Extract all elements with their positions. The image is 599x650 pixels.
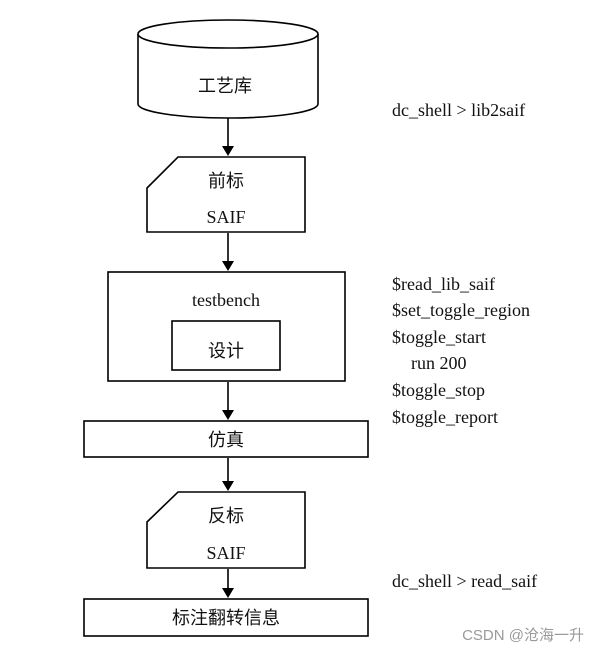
- pre-saif-label: 前标: [208, 171, 244, 191]
- design-label: 设计: [208, 341, 244, 361]
- vlog-task: $set_toggle_region: [392, 300, 530, 320]
- arrow-testbench-to-simulation: [222, 382, 234, 420]
- library-cylinder: [137, 19, 319, 119]
- annotate-box: [83, 598, 369, 637]
- watermark: CSDN @沧海一升: [462, 627, 584, 644]
- arrow-simulation-to-back-saif: [222, 458, 234, 491]
- simulation-label: 仿真: [208, 430, 244, 450]
- vlog-task: run 200: [411, 353, 467, 373]
- arrow-pre-saif-to-testbench: [222, 233, 234, 271]
- vlog-task: $toggle_start: [392, 327, 486, 347]
- vlog-task-list: $read_lib_saif $set_toggle_region $toggl…: [392, 274, 530, 427]
- lib2saif-command: dc_shell > lib2saif: [392, 100, 525, 120]
- back-saif-label: 反标: [208, 506, 244, 526]
- vlog-task: $toggle_report: [392, 407, 498, 427]
- read-saif-command: dc_shell > read_saif: [392, 571, 537, 591]
- simulation-box: [83, 420, 369, 458]
- design-box: [171, 320, 281, 371]
- pre-saif-card: [146, 156, 306, 233]
- arrow-back-saif-to-annotate: [222, 569, 234, 598]
- arrow-library-to-pre-saif: [222, 118, 234, 156]
- back-saif-card: [146, 491, 306, 569]
- annotate-label: 标注翻转信息: [172, 608, 280, 628]
- vlog-task: $toggle_stop: [392, 380, 485, 400]
- vlog-task: $read_lib_saif: [392, 274, 495, 294]
- back-saif-format: SAIF: [206, 543, 245, 563]
- testbench-label: testbench: [192, 290, 260, 310]
- pre-saif-format: SAIF: [206, 207, 245, 227]
- library-label: 工艺库: [198, 76, 252, 96]
